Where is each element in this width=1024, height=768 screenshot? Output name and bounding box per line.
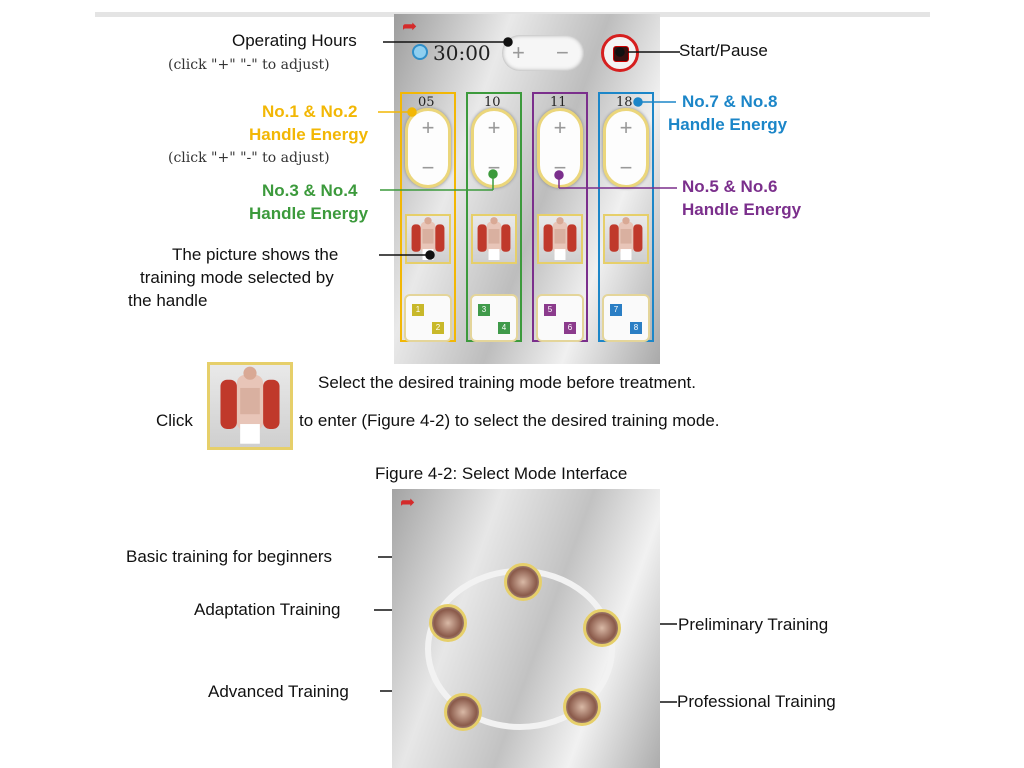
picture-note-line3: the handle <box>128 291 208 310</box>
handle-12-energy-label: Handle Energy <box>249 125 369 144</box>
instruction-click: Click <box>156 411 193 430</box>
handle-chip: 6 <box>564 322 576 334</box>
handle-energy-value: 18 <box>616 95 633 110</box>
training-mode-picture[interactable] <box>471 214 517 264</box>
handle-chip: 4 <box>498 322 510 334</box>
operating-hours-label: Operating Hours <box>232 31 357 50</box>
handle-chip: 2 <box>432 322 444 334</box>
handle-56-energy-label: Handle Energy <box>682 200 802 219</box>
mode-advanced-button[interactable] <box>444 693 482 731</box>
handle-energy-value: 11 <box>550 95 567 110</box>
mode-advanced-label: Advanced Training <box>208 682 349 701</box>
energy-minus-button[interactable]: − <box>421 155 435 180</box>
training-mode-picture[interactable] <box>603 214 649 264</box>
timer-plus-button[interactable]: + <box>512 40 525 65</box>
handle-78-label: No.7 & No.8 <box>682 92 778 111</box>
clock-icon <box>412 44 428 60</box>
handle-energy-adjuster: + − <box>405 108 451 188</box>
energy-plus-button[interactable]: + <box>619 115 633 140</box>
timer-minus-button[interactable]: − <box>556 40 569 65</box>
muscle-torso-icon <box>543 217 577 260</box>
handle-12-label: No.1 & No.2 <box>262 102 358 121</box>
handle-selector[interactable]: 3 4 <box>470 294 518 342</box>
handle-chip: 1 <box>412 304 424 316</box>
mode-basic-label: Basic training for beginners <box>126 547 333 566</box>
picture-note-line2: training mode selected by <box>140 268 334 287</box>
back-arrow-icon-2[interactable]: ➦ <box>400 492 416 512</box>
picture-note-line1: The picture shows the <box>172 245 339 264</box>
handle-34-energy-label: Handle Energy <box>249 204 369 223</box>
mode-preliminary-label: Preliminary Training <box>678 615 829 634</box>
mode-basic-button[interactable] <box>504 563 542 601</box>
handle-chip: 5 <box>544 304 556 316</box>
handle-selector[interactable]: 5 6 <box>536 294 584 342</box>
energy-plus-button[interactable]: + <box>487 115 501 140</box>
timer-adjuster: + − <box>502 35 584 71</box>
adjust-hint-2: (click "+" "-" to adjust) <box>168 150 330 166</box>
energy-plus-button[interactable]: + <box>553 115 567 140</box>
muscle-torso-icon <box>609 217 643 260</box>
training-mode-picture[interactable] <box>537 214 583 264</box>
instruction-enter: to enter (Figure 4-2) to select the desi… <box>299 411 720 430</box>
handle-34-label: No.3 & No.4 <box>262 181 358 200</box>
handle-56-label: No.5 & No.6 <box>682 177 778 196</box>
start-pause-label: Start/Pause <box>679 41 768 60</box>
handle-chip: 8 <box>630 322 642 334</box>
training-mode-button[interactable] <box>207 362 293 450</box>
handle-energy-value: 05 <box>418 95 435 110</box>
energy-plus-button[interactable]: + <box>421 115 435 140</box>
handle-energy-value: 10 <box>484 95 501 110</box>
figure-caption: Figure 4-2: Select Mode Interface <box>375 464 628 483</box>
instruction-select: Select the desired training mode before … <box>318 373 696 392</box>
handle-selector[interactable]: 1 2 <box>404 294 452 342</box>
mode-preliminary-button[interactable] <box>583 609 621 647</box>
mode-adaptation-button[interactable] <box>429 604 467 642</box>
handle-selector[interactable]: 7 8 <box>602 294 650 342</box>
adjust-hint: (click "+" "-" to adjust) <box>168 57 330 73</box>
mode-professional-button[interactable] <box>563 688 601 726</box>
mode-professional-label: Professional Training <box>677 692 836 711</box>
timer-display: 30:00 <box>433 41 491 65</box>
handle-energy-adjuster: + − <box>603 108 649 188</box>
energy-minus-button[interactable]: − <box>619 155 633 180</box>
back-arrow-icon[interactable]: ➦ <box>402 16 418 36</box>
muscle-torso-icon <box>220 366 280 444</box>
muscle-torso-icon <box>477 217 511 260</box>
handle-78-energy-label: Handle Energy <box>668 115 788 134</box>
mode-adaptation-label: Adaptation Training <box>194 600 341 619</box>
handle-chip: 7 <box>610 304 622 316</box>
handle-chip: 3 <box>478 304 490 316</box>
